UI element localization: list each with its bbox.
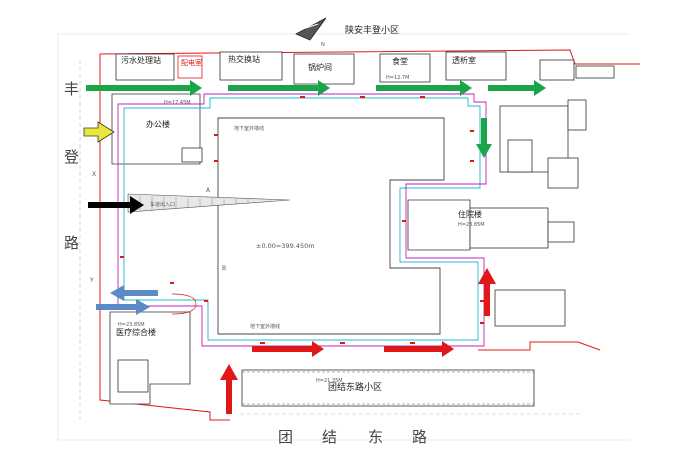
- grid-frame: [57, 33, 630, 441]
- top-buildings: [115, 51, 615, 85]
- blue-arrows: [96, 285, 158, 315]
- north-community-label: 陕安丰登小区: [345, 24, 399, 36]
- blue-arrow-left: [110, 285, 158, 301]
- green-arrow-3: [376, 80, 472, 96]
- canteen-height: H=12.7M: [386, 75, 409, 81]
- medical-height: H=23.85M: [118, 322, 145, 328]
- south-road-char-4: 路: [412, 428, 427, 446]
- perimeter-markers: [120, 96, 484, 344]
- axis-a: A: [206, 187, 211, 194]
- inpatient-height: H=23.85M: [458, 222, 485, 228]
- elevation-label: ±0.00=399.450m: [256, 242, 315, 250]
- south-road-char-3: 东: [368, 428, 383, 446]
- office-label: 办公楼: [146, 119, 170, 129]
- yellow-arrow: [83, 121, 115, 143]
- south-community-label: 团结东路小区: [328, 381, 382, 393]
- green-arrow-down: [476, 118, 492, 158]
- west-road-char-1: 丰: [64, 80, 79, 98]
- road-edges: [79, 60, 580, 420]
- south-wall-label: 地下室外墙线: [250, 323, 280, 330]
- dialysis-label: 透析室: [452, 55, 476, 65]
- blue-arrow-right: [96, 299, 150, 315]
- west-road-char-3: 路: [64, 234, 79, 252]
- south-community-hatch: [242, 371, 534, 405]
- north-arrow-icon: N: [295, 17, 327, 48]
- axis-x: X: [92, 171, 96, 178]
- axis-y: Y: [89, 277, 94, 284]
- sewage-label: 污水处理站: [121, 55, 161, 65]
- south-community: [241, 369, 535, 407]
- medical-building: [109, 311, 191, 405]
- red-arrow-up-1: [220, 364, 238, 414]
- east-buildings: [407, 99, 587, 327]
- north-label: N: [321, 42, 325, 48]
- south-road-char-1: 团: [278, 428, 293, 446]
- power-room-label: 配电室: [181, 58, 202, 67]
- red-arrow-right-1: [252, 341, 324, 357]
- green-arrow-4: [488, 80, 546, 96]
- boiler-label: 锅炉间: [308, 62, 332, 72]
- ramp: 车道出入口: [127, 193, 291, 213]
- axis-b: B: [222, 265, 226, 272]
- south-road-char-2: 结: [322, 428, 337, 446]
- canteen-label: 食堂: [392, 56, 408, 66]
- ramp-label: 车道出入口: [150, 201, 175, 208]
- main-structure: [217, 117, 445, 335]
- heating-label: 热交换站: [228, 54, 260, 64]
- red-arrow-up-2: [478, 268, 496, 316]
- basement-outline-cyan: [123, 97, 481, 341]
- green-arrows: [86, 80, 546, 158]
- north-wall-label: 地下室外墙线: [234, 125, 264, 132]
- loop-curve: [171, 293, 197, 315]
- black-arrow: [88, 196, 144, 214]
- office-building: [111, 93, 203, 165]
- property-line: [99, 49, 640, 421]
- west-road-char-2: 登: [64, 148, 79, 166]
- red-arrow-right-2: [384, 341, 454, 357]
- green-arrow-2: [228, 80, 330, 96]
- office-height: H=17.45M: [164, 100, 191, 106]
- green-arrow-1: [86, 80, 202, 96]
- red-arrows: [220, 268, 496, 414]
- inpatient-label: 住院楼: [458, 209, 482, 219]
- medical-label: 医疗综合楼: [116, 327, 156, 337]
- south-community-height: H=21.35M: [316, 378, 343, 384]
- basement-outline-magenta: [117, 93, 487, 347]
